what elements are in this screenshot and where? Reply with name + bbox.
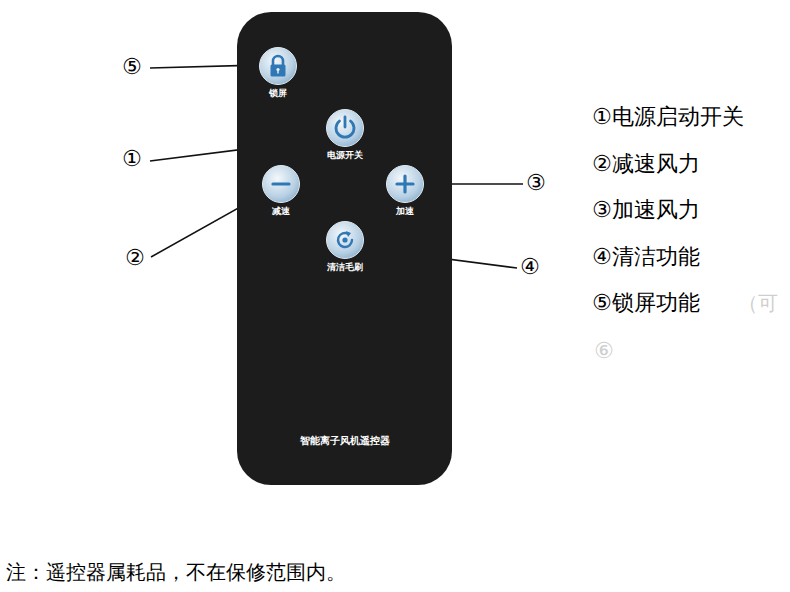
callout-number: ⑤ bbox=[122, 55, 142, 79]
button-label: 减速 bbox=[258, 207, 304, 217]
button-label: 电源开关 bbox=[322, 151, 368, 161]
lock-icon bbox=[271, 56, 286, 77]
callout-number: ③ bbox=[526, 171, 546, 195]
clean-icon bbox=[338, 231, 352, 247]
button-label: 清洁毛刷 bbox=[322, 263, 368, 273]
faded-text: （可 bbox=[738, 292, 778, 314]
button-label: 锁屏 bbox=[255, 89, 301, 99]
button-icon bbox=[385, 164, 425, 204]
function-item: ①电源启动开关 bbox=[592, 105, 744, 129]
faded-callout: ⑥ bbox=[594, 339, 614, 363]
minus-icon bbox=[273, 184, 289, 185]
callout-number: ② bbox=[125, 246, 145, 270]
callout-number: ① bbox=[122, 147, 142, 171]
function-item: ⑤锁屏功能 bbox=[592, 291, 700, 315]
button-disc bbox=[260, 48, 297, 85]
callout-number: ④ bbox=[520, 255, 540, 279]
button-disc bbox=[327, 110, 364, 147]
function-item: ④清洁功能 bbox=[592, 245, 700, 269]
plus-icon bbox=[397, 176, 413, 192]
button-icon bbox=[258, 46, 298, 86]
button-icon bbox=[261, 164, 301, 204]
button-label: 加速 bbox=[382, 207, 428, 217]
lock-button: 锁屏 bbox=[255, 46, 301, 99]
function-item: ②减速风力 bbox=[592, 152, 700, 176]
clean-button: 清洁毛刷 bbox=[322, 220, 368, 273]
note-text: 注：遥控器属耗品，不在保修范围内。 bbox=[6, 561, 346, 583]
button-icon bbox=[325, 220, 365, 260]
power-icon bbox=[336, 117, 354, 137]
button-disc bbox=[387, 166, 424, 203]
remote-title: 智能离子风机遥控器 bbox=[237, 434, 452, 448]
minus-button: 减速 bbox=[258, 164, 304, 217]
power-button: 电源开关 bbox=[322, 108, 368, 161]
plus-button: 加速 bbox=[382, 164, 428, 217]
button-icon bbox=[325, 108, 365, 148]
remote-control: 智能离子风机遥控器 锁屏电源开关减速 加速清洁毛刷 bbox=[237, 12, 452, 485]
button-disc bbox=[327, 222, 364, 259]
function-item: ③加速风力 bbox=[592, 198, 700, 222]
button-disc bbox=[263, 166, 300, 203]
